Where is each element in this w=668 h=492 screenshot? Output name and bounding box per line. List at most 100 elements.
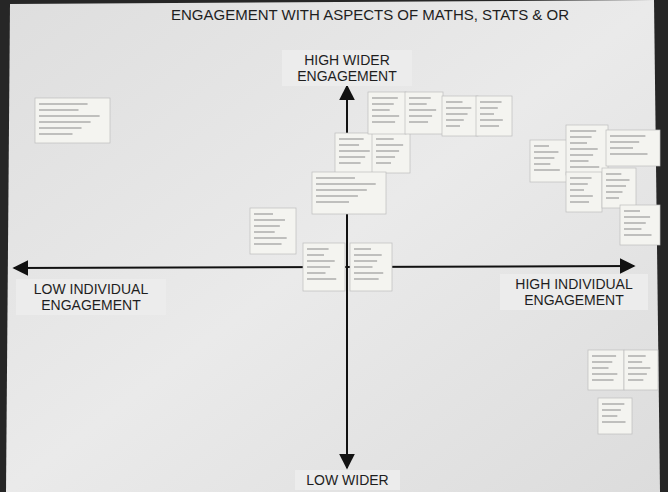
note-scribble: [409, 110, 436, 111]
note-scribble: [39, 116, 100, 117]
note-scribble: [628, 374, 647, 375]
note-scribble: [307, 255, 324, 256]
note-scribble: [534, 164, 550, 165]
note-scribble: [534, 170, 560, 171]
sticky-note: [405, 92, 443, 134]
note-paper: [350, 243, 392, 291]
sticky-note: [350, 243, 392, 291]
note-scribble: [570, 155, 593, 156]
note-paper: [598, 398, 632, 434]
sticky-note: [335, 133, 377, 173]
note-scribble: [592, 356, 616, 357]
note-scribble: [606, 192, 623, 193]
note-scribble: [610, 142, 639, 143]
poster-title: ENGAGEMENT WITH ASPECTS OF MATHS, STATS …: [120, 6, 620, 23]
sticky-note: [620, 205, 660, 245]
note-paper: [566, 172, 602, 212]
note-scribble: [339, 139, 364, 140]
note-scribble: [592, 374, 617, 375]
note-scribble: [602, 416, 617, 417]
sticky-note: [303, 243, 345, 291]
note-scribble: [570, 167, 599, 168]
note-scribble: [354, 267, 373, 268]
note-scribble: [610, 154, 647, 155]
note-paper: [250, 208, 296, 254]
note-scribble: [480, 102, 502, 103]
note-scribble: [610, 136, 645, 137]
note-scribble: [372, 116, 399, 117]
note-scribble: [409, 122, 428, 123]
note-paper: [35, 98, 110, 143]
note-scribble: [316, 178, 355, 179]
note-scribble: [592, 362, 612, 363]
note-scribble: [316, 190, 367, 191]
note-scribble: [307, 267, 330, 268]
note-scribble: [316, 196, 358, 197]
note-scribble: [376, 151, 399, 152]
sticky-note: [566, 125, 608, 175]
note-scribble: [480, 126, 499, 127]
note-scribble: [446, 114, 468, 115]
axis-label: HIGH INDIVIDUAL ENGAGEMENT: [500, 274, 648, 310]
note-scribble: [446, 102, 463, 103]
note-scribble: [624, 211, 640, 212]
note-scribble: [446, 108, 471, 109]
note-scribble: [316, 184, 376, 185]
note-scribble: [606, 180, 630, 181]
axis-label: LOW INDIVIDUAL ENGAGEMENT: [16, 279, 166, 315]
note-scribble: [570, 184, 588, 185]
note-scribble: [307, 279, 336, 280]
note-scribble: [570, 190, 584, 191]
note-scribble: [592, 368, 609, 369]
note-scribble: [339, 163, 361, 164]
note-scribble: [307, 249, 329, 250]
note-scribble: [446, 120, 464, 121]
note-scribble: [606, 198, 619, 199]
note-scribble: [376, 157, 395, 158]
note-scribble: [354, 273, 383, 274]
note-scribble: [534, 152, 558, 153]
note-scribble: [570, 178, 592, 179]
note-scribble: [376, 145, 403, 146]
note-scribble: [624, 223, 646, 224]
note-scribble: [372, 104, 394, 105]
note-scribble: [570, 137, 592, 138]
note-scribble: [372, 122, 395, 123]
sticky-notes: [35, 92, 660, 434]
note-scribble: [339, 145, 359, 146]
note-paper: [566, 125, 608, 175]
sticky-note: [602, 168, 636, 208]
note-scribble: [354, 249, 371, 250]
note-scribble: [602, 404, 624, 405]
note-scribble: [354, 261, 377, 262]
sticky-note: [598, 398, 632, 434]
note-scribble: [628, 380, 643, 381]
note-scribble: [39, 134, 73, 135]
note-scribble: [570, 149, 598, 150]
note-scribble: [254, 238, 287, 239]
note-scribble: [480, 114, 494, 115]
note-scribble: [316, 202, 349, 203]
sticky-note: [250, 208, 296, 254]
note-scribble: [254, 226, 280, 227]
note-scribble: [409, 104, 427, 105]
note-paper: [606, 130, 660, 166]
note-scribble: [628, 356, 646, 357]
note-scribble: [534, 158, 554, 159]
note-scribble: [570, 202, 589, 203]
note-scribble: [354, 279, 379, 280]
sticky-note: [566, 172, 602, 212]
note-paper: [405, 92, 443, 134]
note-scribble: [39, 110, 79, 111]
note-paper: [368, 92, 406, 134]
note-scribble: [409, 98, 431, 99]
note-scribble: [354, 255, 382, 256]
note-scribble: [624, 235, 652, 236]
note-scribble: [339, 157, 365, 158]
note-scribble: [254, 244, 282, 245]
axis-label: LOW WIDER: [295, 470, 400, 490]
axis-label: HIGH WIDER ENGAGEMENT: [282, 50, 412, 86]
note-paper: [476, 96, 512, 136]
sticky-note: [476, 96, 512, 136]
